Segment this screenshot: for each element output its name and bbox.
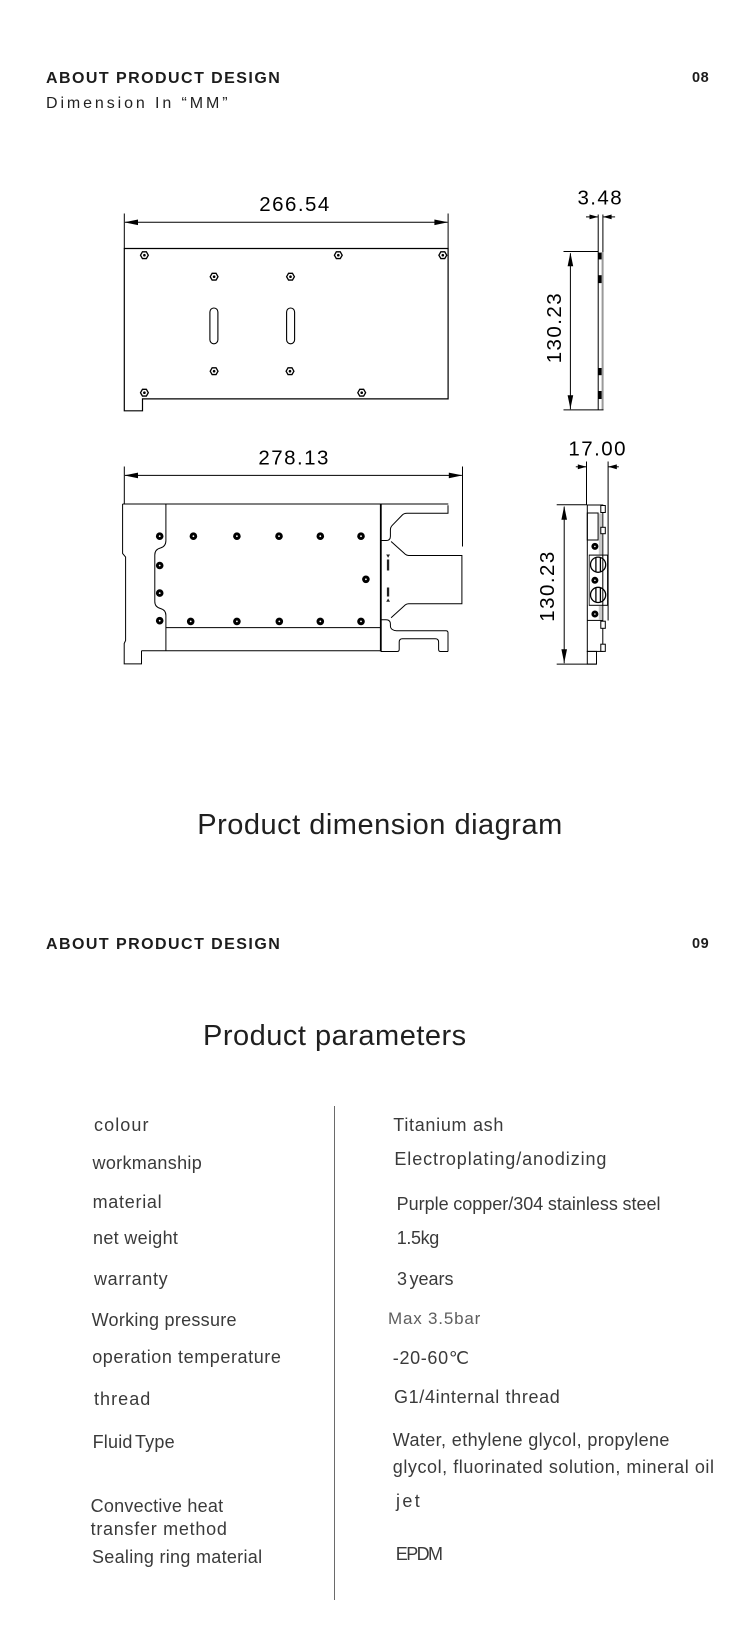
svg-text:3.48: 3.48: [577, 187, 623, 210]
svg-text:130.23: 130.23: [543, 292, 566, 363]
svg-text:130.23: 130.23: [536, 550, 559, 621]
svg-text:266.54: 266.54: [259, 193, 330, 216]
svg-text:17.00: 17.00: [568, 438, 627, 461]
svg-text:278.13: 278.13: [258, 447, 329, 470]
